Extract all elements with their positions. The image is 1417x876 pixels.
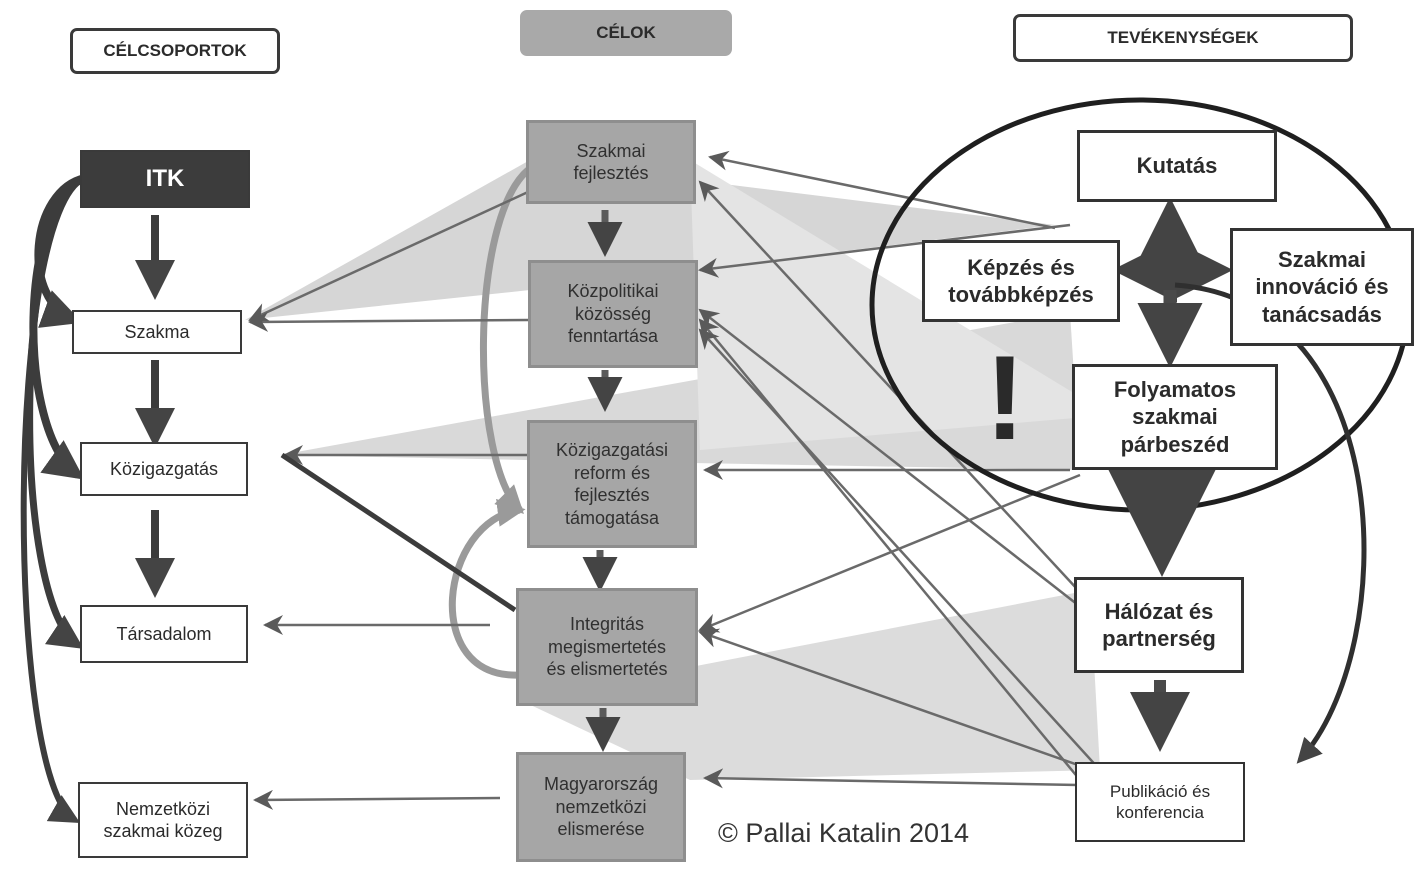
itk-curved-arrows [20,174,87,824]
activity-to-goal-arrows [698,150,1101,789]
goal-professional-development: Szakmai fejlesztés [526,120,696,204]
target-public-administration: Közigazgatás [80,442,248,496]
goal-feedback-arrows [448,167,531,679]
exclamation-mark: ! [985,331,1025,465]
activity-network: Hálózat és partnerség [1074,577,1244,673]
activity-training: Képzés és továbbképzés [922,240,1120,322]
activity-publication: Publikáció és konferencia [1075,762,1245,842]
cross-arrow [1112,197,1233,368]
target-itk: ITK [80,150,250,208]
target-international: Nemzetközi szakmai közeg [78,782,248,858]
target-society: Társadalom [80,605,248,663]
goal-administrative-reform: Közigazgatási reform és fejlesztés támog… [527,420,697,548]
activity-research: Kutatás [1077,130,1277,202]
activity-chain-arrows [1107,467,1217,752]
copyright-note: © Pallai Katalin 2014 [718,818,970,848]
activity-innovation: Szakmai innováció és tanácsadás [1230,228,1414,346]
header-target-groups: CÉLCSOPORTOK [70,28,280,74]
background-wedges [245,160,1110,780]
goal-to-target-arrows [248,190,529,810]
header-goals: CÉLOK [520,10,732,56]
header-activities: TEVÉKENYSÉGEK [1013,14,1353,62]
reform-integrity-link [280,452,517,613]
goal-integrity-recognition: Integritás megismertetés és elismertetés [516,588,698,706]
innovation-to-publication-arrow [1174,282,1367,764]
goal-chain-arrows [582,210,623,752]
target-profession: Szakma [72,310,242,354]
activity-dialogue: Folyamatos szakmai párbeszéd [1072,364,1278,470]
goal-international-recognition: Magyarország nemzetközi elismerése [516,752,686,862]
goal-policy-community: Közpolitikai közösség fenntartása [528,260,698,368]
